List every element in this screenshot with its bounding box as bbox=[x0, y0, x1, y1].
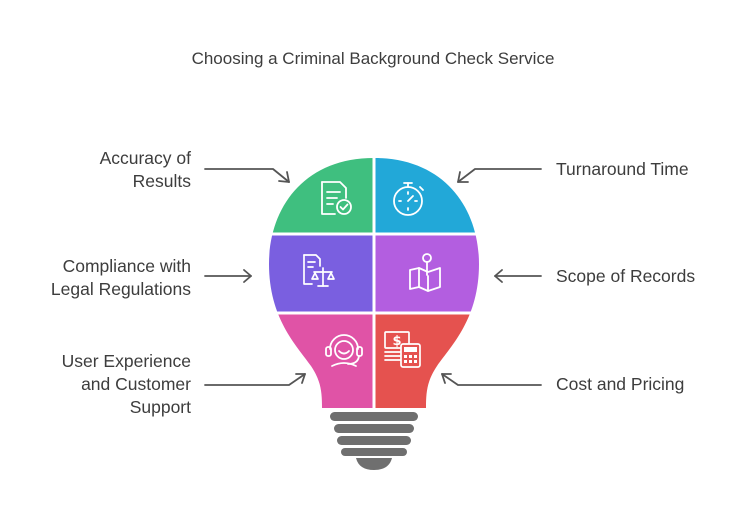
svg-text:$: $ bbox=[392, 334, 401, 349]
arrow-cost bbox=[441, 373, 542, 386]
arrow-accuracy bbox=[204, 168, 290, 183]
arrow-user-experience bbox=[204, 373, 306, 386]
segment-user-experience bbox=[269, 313, 374, 408]
diagram-title: Choosing a Criminal Background Check Ser… bbox=[191, 49, 555, 68]
segment-turnaround bbox=[374, 158, 479, 234]
segment-compliance bbox=[269, 234, 374, 313]
bulb-base bbox=[330, 412, 418, 470]
money-calculator-icon: $ bbox=[384, 331, 421, 368]
segment-accuracy bbox=[269, 158, 374, 234]
arrow-scope bbox=[494, 269, 542, 283]
label-compliance: Compliance with Legal Regulations bbox=[50, 256, 191, 299]
map-pin-icon bbox=[409, 253, 441, 292]
stopwatch-icon bbox=[393, 182, 424, 216]
label-scope: Scope of Records bbox=[556, 266, 696, 286]
legal-document-scale-icon bbox=[303, 254, 335, 287]
label-user-experience: User Experience and Customer Support bbox=[61, 351, 191, 417]
arrow-compliance bbox=[204, 269, 252, 283]
document-check-icon bbox=[321, 181, 352, 215]
segment-cost bbox=[374, 313, 479, 408]
headset-support-icon bbox=[325, 334, 363, 367]
arrow-turnaround bbox=[457, 168, 542, 183]
label-accuracy: Accuracy of Results bbox=[99, 148, 191, 191]
label-turnaround: Turnaround Time bbox=[556, 159, 689, 179]
label-cost: Cost and Pricing bbox=[556, 374, 685, 394]
segment-scope bbox=[374, 234, 479, 313]
